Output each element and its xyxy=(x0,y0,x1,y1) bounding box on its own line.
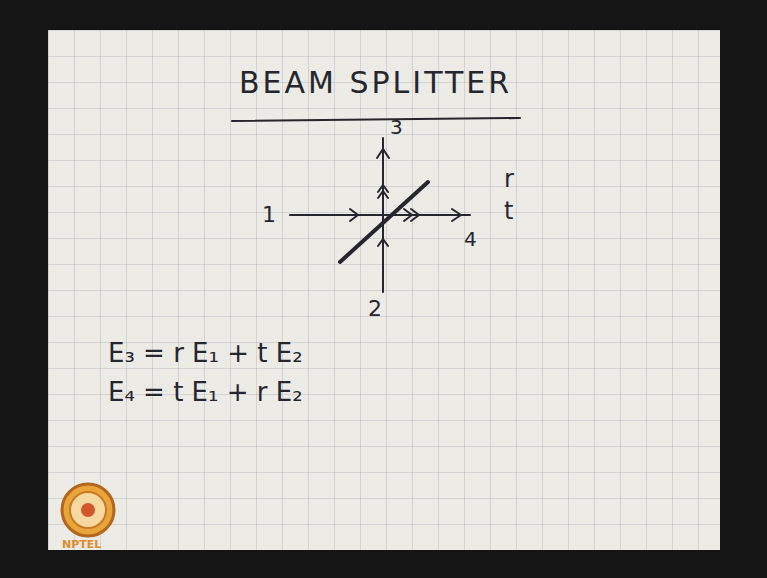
nptel-logo xyxy=(62,484,114,536)
arrow-head xyxy=(404,209,419,221)
equation: E₄ = t E₁ + r E₂ xyxy=(108,378,303,407)
arrow-head xyxy=(452,209,461,221)
arrow-head xyxy=(378,239,388,246)
arrow-head xyxy=(350,209,358,221)
coefficient-symbol: r xyxy=(504,166,514,192)
port-number: 1 xyxy=(262,203,276,227)
input-beam-1 xyxy=(290,214,470,216)
arrow-head xyxy=(378,185,388,198)
port-number: 3 xyxy=(390,116,403,138)
port-number: 2 xyxy=(368,297,382,321)
page-title: BEAM SPLITTER xyxy=(239,66,512,99)
title-underline xyxy=(232,118,520,121)
equation: E₃ = r E₁ + t E₂ xyxy=(108,339,303,368)
input-beam-2 xyxy=(382,138,384,292)
arrow-head xyxy=(377,149,389,158)
port-number: 4 xyxy=(464,228,477,250)
splitter-plate xyxy=(340,182,428,262)
logo-text: NPTEL xyxy=(62,539,101,551)
coefficient-symbol: t xyxy=(504,198,513,224)
